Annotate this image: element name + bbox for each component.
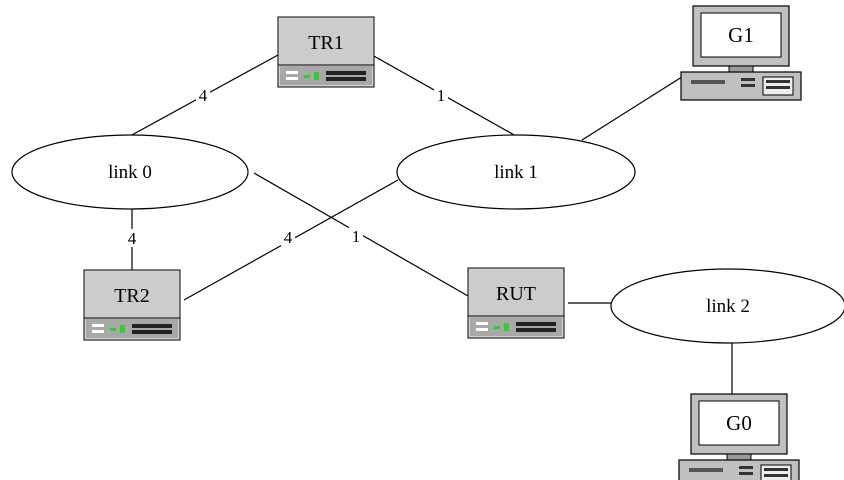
computer-icon — [678, 393, 800, 480]
svg-text:1: 1 — [437, 86, 446, 105]
link-0: link 0 — [11, 134, 249, 210]
host-g0-label: G0 — [726, 411, 752, 435]
router-tr2: TR2 — [83, 269, 181, 341]
router-icon — [83, 269, 181, 341]
router-rut-label: RUT — [496, 283, 536, 305]
svg-text:4: 4 — [284, 228, 293, 247]
edge-g1-link1 — [581, 74, 686, 141]
link-1: link 1 — [396, 134, 636, 210]
link-2-label: link 2 — [706, 296, 750, 317]
svg-text:4: 4 — [128, 229, 137, 248]
router-tr1-label: TR1 — [308, 32, 344, 54]
host-g0: G0 — [678, 393, 800, 480]
weight-tr2-link1: 4 — [281, 228, 295, 247]
router-tr1: TR1 — [277, 16, 375, 88]
link-0-label: link 0 — [108, 162, 152, 183]
router-tr2-label: TR2 — [114, 285, 150, 307]
link-2: link 2 — [610, 268, 844, 344]
computer-icon — [680, 5, 802, 101]
host-g1: G1 — [680, 5, 802, 101]
svg-text:4: 4 — [199, 86, 208, 105]
host-g1-label: G1 — [728, 23, 754, 47]
router-rut: RUT — [467, 267, 565, 339]
svg-text:1: 1 — [352, 227, 361, 246]
weight-tr1-link0: 4 — [196, 86, 210, 105]
router-icon — [277, 16, 375, 88]
router-icon — [467, 267, 565, 339]
weight-rut-link0: 1 — [349, 227, 363, 246]
weight-tr1-link1: 1 — [434, 86, 448, 105]
link-1-label: link 1 — [494, 162, 538, 183]
weight-tr2-link0: 4 — [125, 229, 139, 248]
